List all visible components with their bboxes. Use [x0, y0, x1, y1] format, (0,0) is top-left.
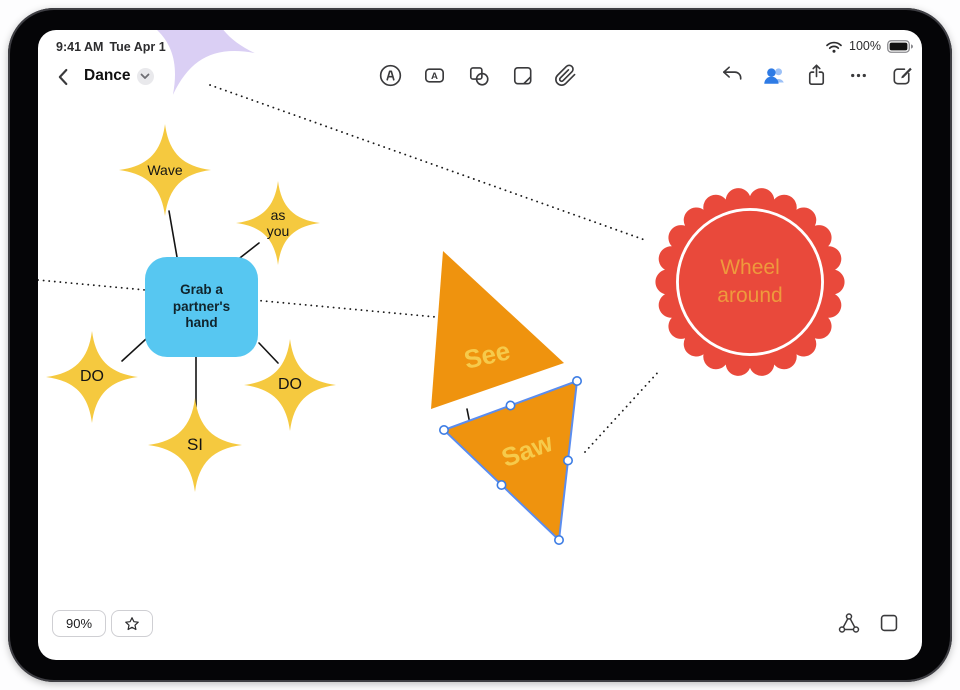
text-tool-button[interactable]: A: [416, 57, 452, 93]
center-card-label: Grab a partner's hand: [172, 281, 231, 331]
seal-scallop-path: [655, 188, 845, 376]
center-card-shape[interactable]: Grab a partner's hand: [145, 257, 258, 357]
zoom-level-value: 90%: [65, 616, 93, 631]
share-icon: [808, 63, 824, 85]
star-shape-do-right[interactable]: DO: [244, 339, 336, 431]
chevron-left-icon: [58, 68, 68, 86]
star-icon: [125, 616, 139, 630]
triangle-see-shape[interactable]: See: [430, 250, 570, 412]
seal-shape[interactable]: Wheel around: [645, 177, 855, 387]
clock: 9:41 AM: [56, 40, 104, 54]
paperclip-icon: [554, 63, 575, 86]
selection-handle[interactable]: [505, 400, 516, 411]
selection-handle[interactable]: [572, 376, 583, 386]
new-board-button[interactable]: [884, 57, 920, 93]
seal-label: Wheel around: [717, 255, 783, 307]
undo-button[interactable]: [714, 57, 750, 93]
date: Tue Apr 1: [109, 40, 166, 54]
favorite-button[interactable]: [111, 610, 153, 637]
more-button[interactable]: [840, 57, 876, 93]
people-icon: [763, 67, 784, 84]
selection-handle[interactable]: [554, 535, 565, 546]
undo-icon: [722, 65, 742, 80]
square-icon: [880, 614, 898, 632]
seal-inner-ring: [676, 208, 824, 356]
status-bar-right: 100%: [825, 39, 914, 53]
chevron-down-icon: [136, 67, 154, 85]
ipad-frame: Wave as you DO DO SI Grab a partner's ha…: [8, 8, 952, 682]
freeform-app-screen: Wave as you DO DO SI Grab a partner's ha…: [38, 30, 922, 660]
ellipsis-icon: [850, 73, 866, 77]
star-label: DO: [278, 375, 302, 393]
star-shape-do-left[interactable]: DO: [46, 331, 138, 423]
board-title-menu[interactable]: Dance: [84, 67, 154, 85]
compose-icon: [892, 67, 912, 85]
collaborate-button[interactable]: [756, 57, 792, 93]
connector-mode-button[interactable]: [834, 608, 864, 638]
wifi-icon: [826, 41, 842, 53]
battery-icon: [887, 39, 913, 53]
selection-handle[interactable]: [439, 424, 449, 435]
triangle-saw-shape[interactable]: Saw: [439, 376, 584, 546]
textbox-icon: A: [424, 67, 444, 83]
star-shape-as-you[interactable]: as you: [236, 181, 320, 265]
back-button[interactable]: [46, 59, 82, 95]
selection-handle[interactable]: [496, 480, 507, 491]
line-card-to-wave: [168, 210, 178, 258]
svg-text:A: A: [431, 70, 438, 81]
star-label: as you: [266, 206, 290, 239]
node-graph-icon: [838, 613, 860, 633]
attach-tool-button[interactable]: [547, 57, 583, 93]
star-label: DO: [80, 367, 104, 385]
sticky-note-icon: [513, 66, 532, 85]
draw-tool-button[interactable]: [372, 57, 408, 93]
selection-handle[interactable]: [563, 455, 574, 466]
status-bar-left: 9:41 AM Tue Apr 1: [56, 40, 166, 54]
board-title-text: Dance: [84, 67, 131, 84]
selection-handles[interactable]: [439, 376, 583, 546]
zoom-level-button[interactable]: 90%: [52, 610, 106, 637]
star-shape-si[interactable]: SI: [148, 398, 242, 492]
share-button[interactable]: [798, 57, 834, 93]
shapes-tool-button[interactable]: [460, 57, 496, 93]
triangle-see-polygon: [431, 251, 564, 409]
star-label: SI: [186, 435, 204, 455]
frame-mode-button[interactable]: [874, 608, 904, 638]
marker-circle-icon: [379, 64, 401, 86]
shapes-icon: [469, 66, 489, 86]
star-label: Wave: [147, 161, 183, 178]
star-shape-wave[interactable]: Wave: [119, 124, 211, 216]
battery-percent: 100%: [849, 39, 881, 53]
sticky-note-tool-button[interactable]: [504, 57, 540, 93]
